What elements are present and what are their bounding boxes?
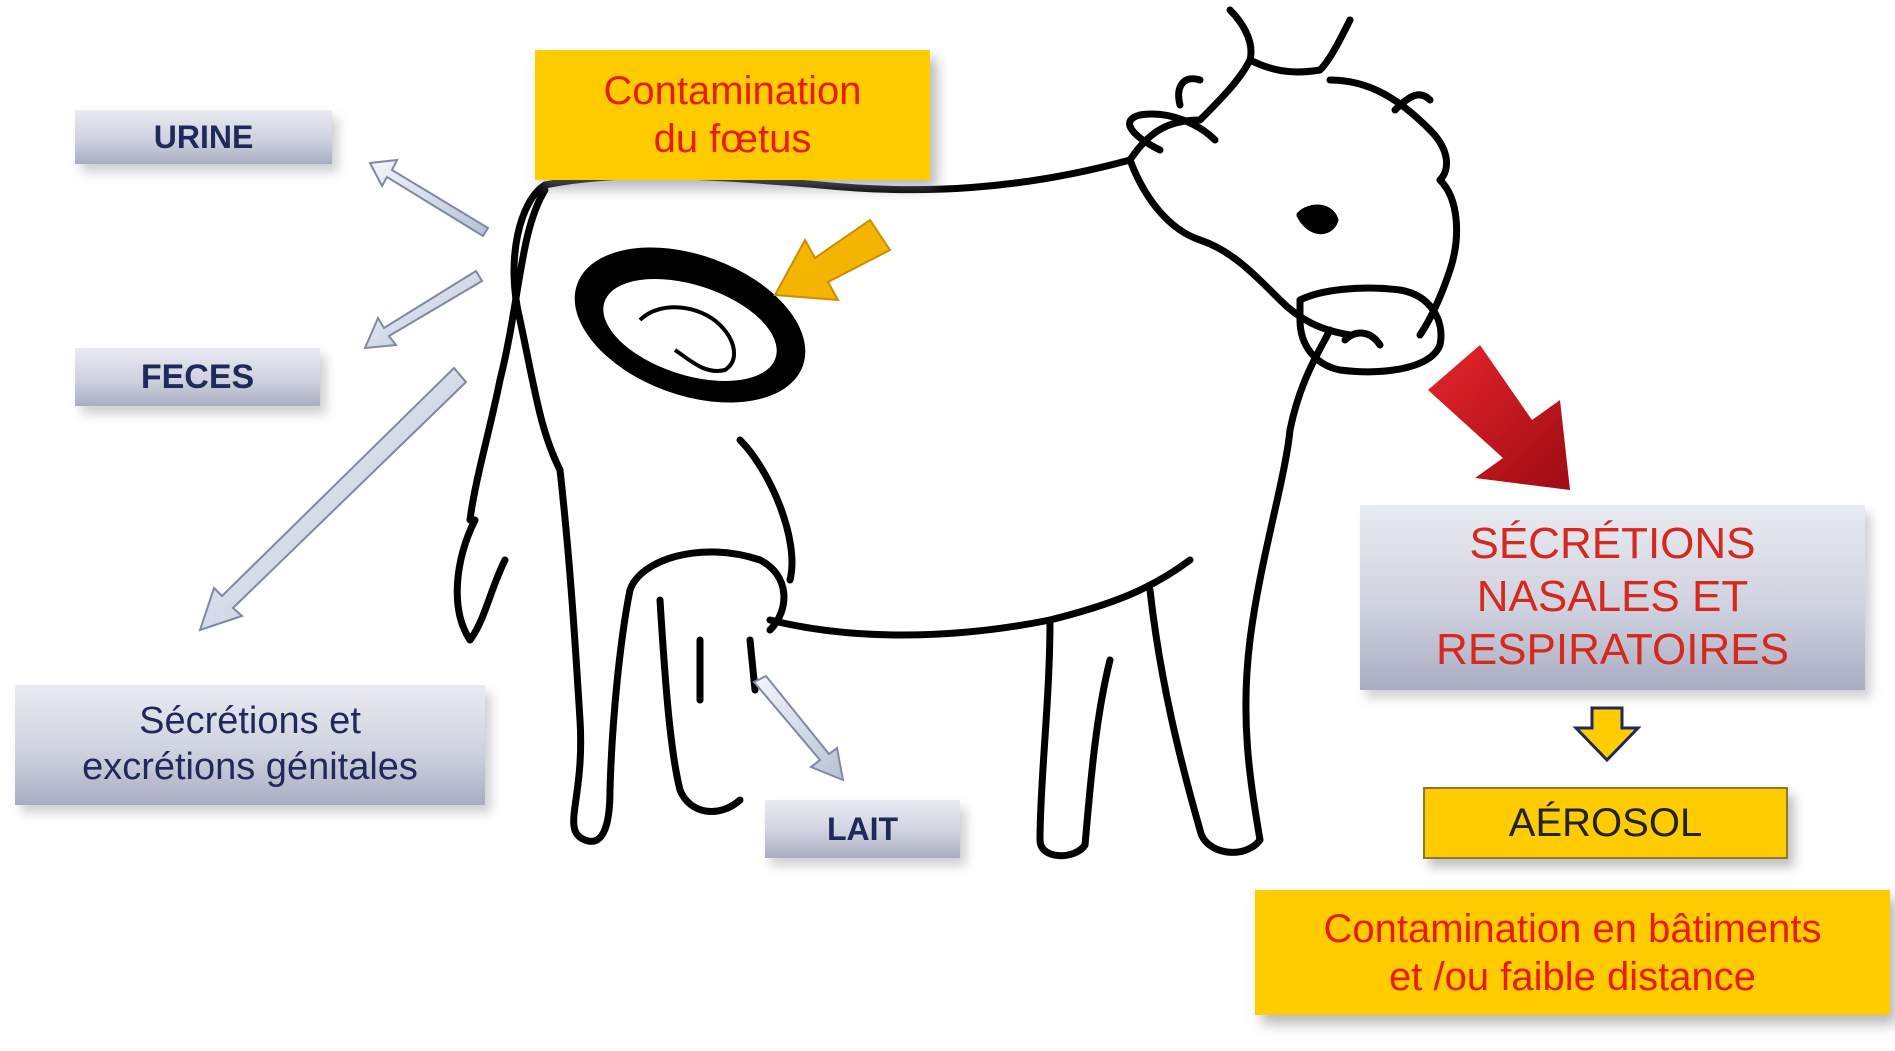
foetus-contamination-label: Contamination du fœtus	[535, 50, 930, 180]
feces-label-text: FECES	[141, 358, 254, 397]
aerosol-label-text: AÉROSOL	[1509, 801, 1702, 846]
yellow-diagonal-arrow	[775, 220, 890, 300]
yellow-down-arrow	[1576, 708, 1638, 760]
uterus-with-fetus	[553, 218, 826, 432]
buildings-contamination-text: Contamination en bâtiments et /ou faible…	[1323, 905, 1821, 1001]
urine-label-text: URINE	[154, 119, 254, 156]
genital-secretions-text: Sécrétions et excrétions génitales	[82, 699, 418, 790]
lait-label: LAIT	[765, 800, 960, 858]
foetus-contamination-text: Contamination du fœtus	[604, 67, 862, 163]
lait-label-text: LAIT	[827, 811, 898, 848]
nasal-secretions-label: SÉCRÉTIONS NASALES ET RESPIRATOIRES	[1360, 505, 1865, 690]
nasal-secretions-text: SÉCRÉTIONS NASALES ET RESPIRATOIRES	[1436, 518, 1789, 676]
buildings-contamination-label: Contamination en bâtiments et /ou faible…	[1255, 890, 1890, 1015]
feces-label: FECES	[75, 348, 320, 406]
red-diagonal-arrow	[1428, 345, 1570, 490]
genital-secretions-label: Sécrétions et excrétions génitales	[15, 685, 485, 805]
aerosol-label: AÉROSOL	[1423, 787, 1788, 859]
urine-label: URINE	[75, 110, 332, 164]
